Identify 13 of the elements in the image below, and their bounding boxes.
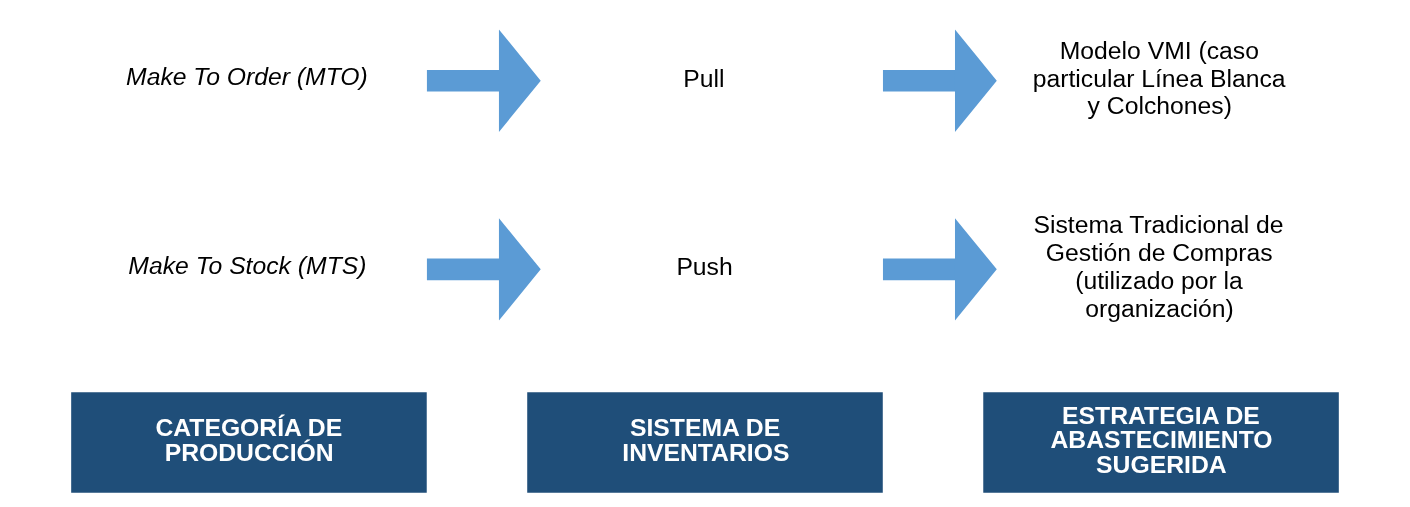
- node-text: Push: [676, 253, 733, 281]
- node-text: Pull: [683, 64, 725, 92]
- node-box: CATEGORÍA DE PRODUCCIÓN: [71, 392, 427, 493]
- node-box: SISTEMA DE INVENTARIOS: [527, 392, 883, 493]
- node-text: Make To Order (MTO): [126, 63, 368, 91]
- node-text: Modelo VMI (caso particular Línea Blanca y Colchones): [1032, 36, 1286, 120]
- arrow: [882, 218, 997, 321]
- node-text: Make To Stock (MTS): [128, 251, 367, 279]
- arrow: [426, 29, 541, 132]
- node-text: Sistema Tradicional de Gestión de Compras (utilizado por la organización): [1033, 211, 1284, 322]
- arrow: [882, 29, 997, 132]
- arrow: [426, 218, 541, 321]
- node-box: ESTRATEGIA DE ABASTECIMIENTO SUGERIDA: [983, 392, 1339, 493]
